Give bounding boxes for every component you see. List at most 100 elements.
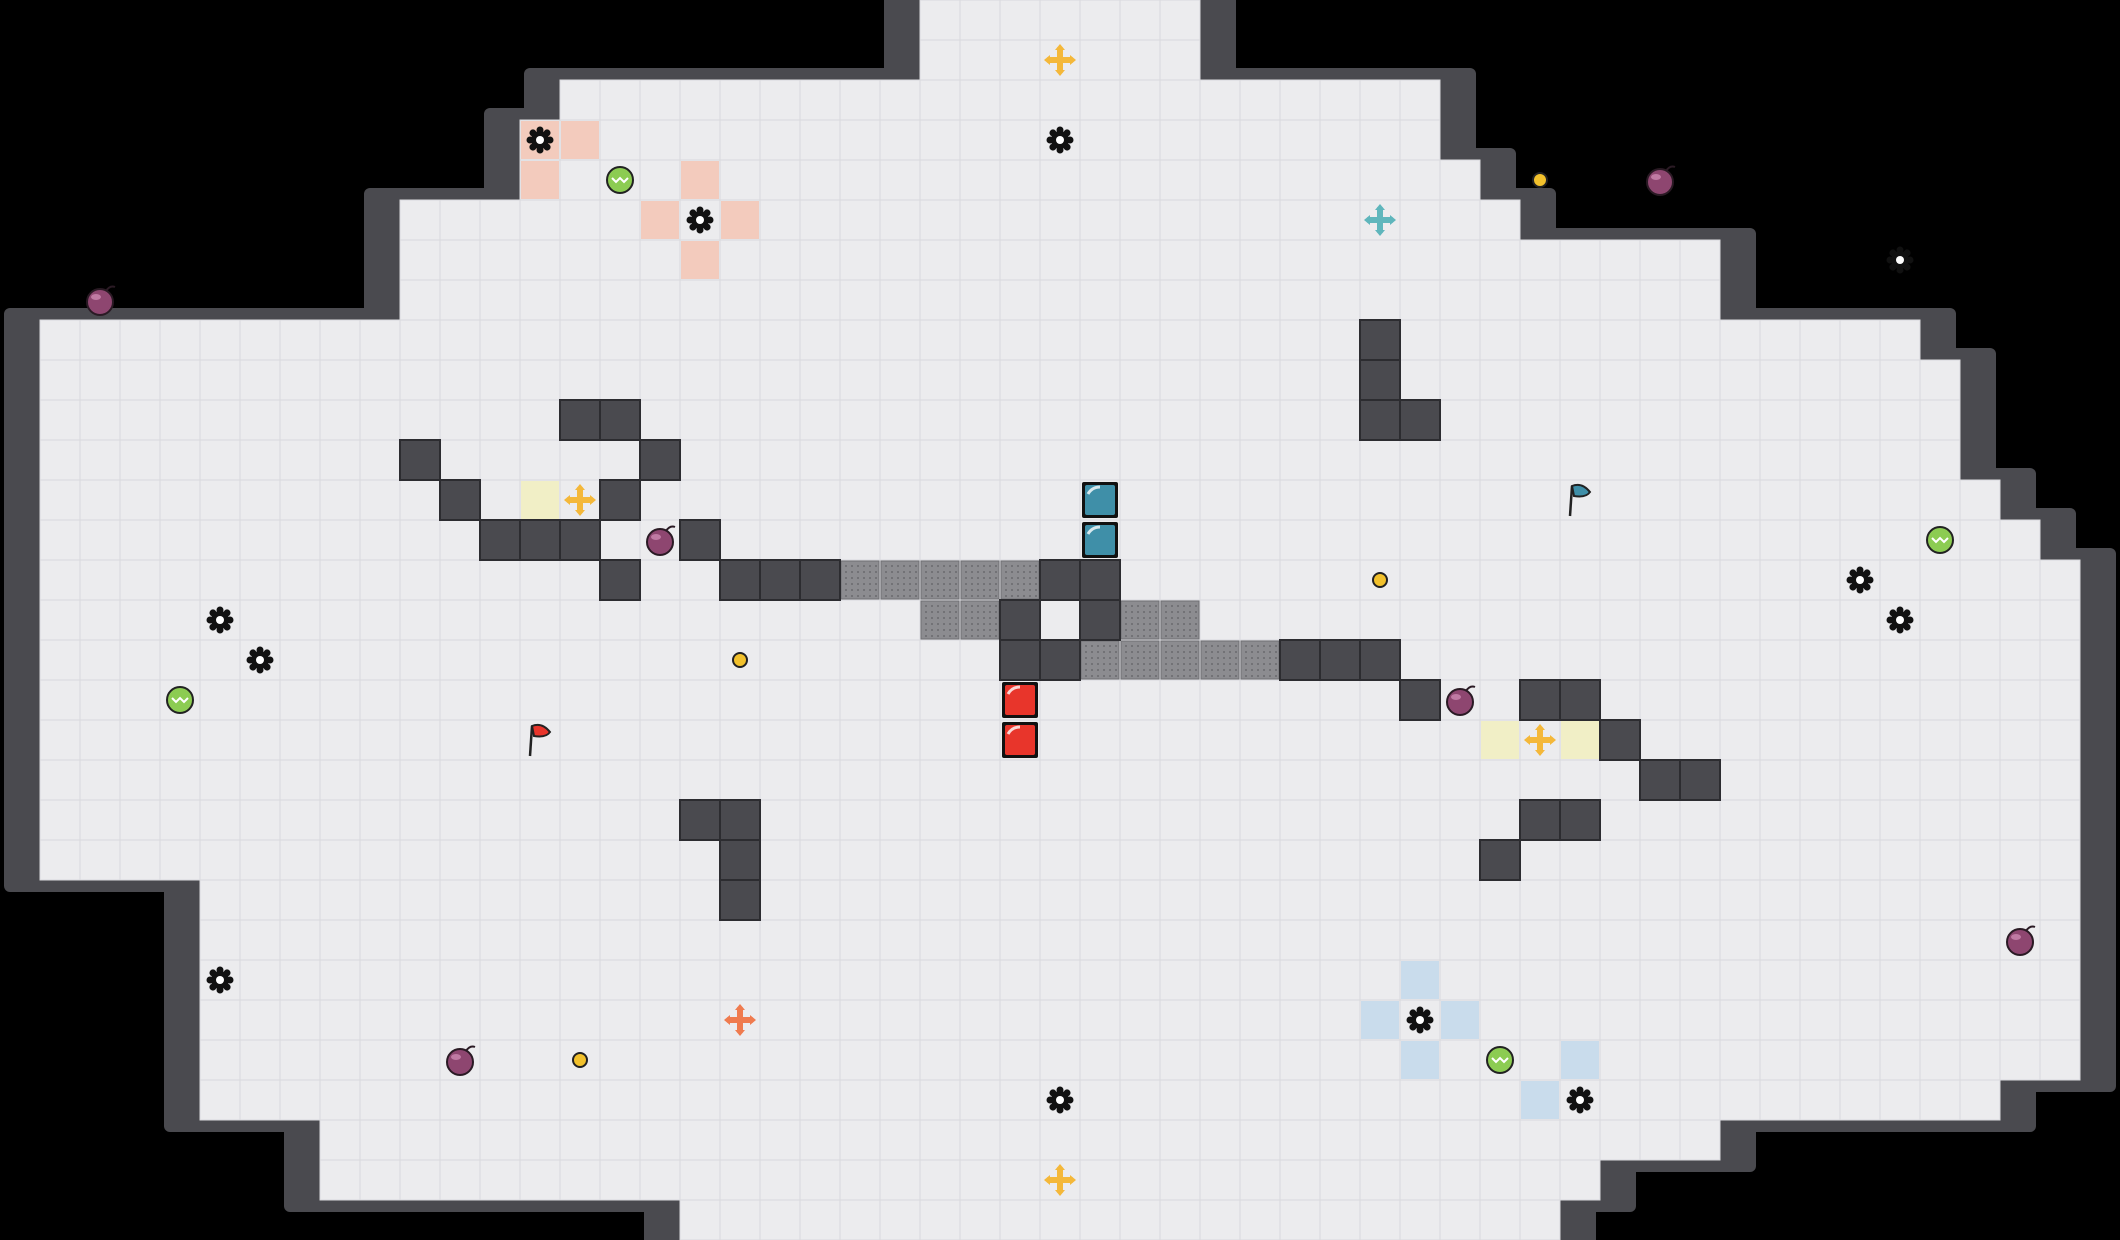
floor-tile[interactable] <box>279 719 321 761</box>
floor-tile[interactable] <box>999 359 1041 401</box>
floor-tile[interactable] <box>319 959 361 1001</box>
floor-tile[interactable] <box>1239 479 1281 521</box>
floor-tile[interactable] <box>1799 879 1841 921</box>
floor-tile[interactable] <box>679 279 721 321</box>
floor-tile[interactable] <box>479 279 521 321</box>
floor-tile[interactable] <box>399 639 441 681</box>
floor-tile[interactable] <box>279 559 321 601</box>
floor-tile[interactable] <box>1199 719 1241 761</box>
floor-tile[interactable] <box>1759 799 1801 841</box>
floor-tile[interactable] <box>959 479 1001 521</box>
floor-tile[interactable] <box>1039 959 1081 1001</box>
floor-tile[interactable] <box>79 599 121 641</box>
floor-tile[interactable] <box>519 959 561 1001</box>
floor-tile[interactable] <box>1039 439 1081 481</box>
floor-tile[interactable] <box>1279 919 1321 961</box>
floor-tile[interactable] <box>1079 79 1121 121</box>
floor-tile[interactable] <box>1239 239 1281 281</box>
floor-tile[interactable] <box>719 279 761 321</box>
floor-tile[interactable] <box>879 319 921 361</box>
floor-tile[interactable] <box>879 919 921 961</box>
floor-tile[interactable] <box>1479 479 1521 521</box>
floor-tile[interactable] <box>1519 1159 1561 1201</box>
floor-tile[interactable] <box>919 639 961 681</box>
floor-tile[interactable] <box>999 519 1041 561</box>
floor-tile[interactable] <box>1319 839 1361 881</box>
floor-tile[interactable] <box>1679 399 1721 441</box>
floor-tile[interactable] <box>359 839 401 881</box>
floor-tile[interactable] <box>639 559 681 601</box>
floor-tile[interactable] <box>1479 679 1521 721</box>
floor-tile[interactable] <box>399 279 441 321</box>
floor-tile[interactable] <box>799 239 841 281</box>
floor-tile[interactable] <box>1159 799 1201 841</box>
floor-tile[interactable] <box>839 439 881 481</box>
floor-tile[interactable] <box>839 759 881 801</box>
floor-tile[interactable] <box>1439 959 1481 1001</box>
floor-tile[interactable] <box>1079 319 1121 361</box>
floor-tile[interactable] <box>439 919 481 961</box>
floor-tile[interactable] <box>199 479 241 521</box>
floor-tile[interactable] <box>1999 879 2041 921</box>
floor-tile[interactable] <box>1879 479 1921 521</box>
floor-tile[interactable] <box>159 639 201 681</box>
floor-tile[interactable] <box>1679 279 1721 321</box>
floor-tile[interactable] <box>639 919 681 961</box>
floor-tile[interactable] <box>1679 959 1721 1001</box>
floor-tile[interactable] <box>1519 239 1561 281</box>
floor-tile[interactable] <box>39 559 81 601</box>
floor-tile[interactable] <box>1999 639 2041 681</box>
floor-tile[interactable] <box>279 599 321 641</box>
floor-tile[interactable] <box>1399 79 1441 121</box>
floor-tile[interactable] <box>1959 959 2001 1001</box>
floor-tile[interactable] <box>239 679 281 721</box>
floor-tile[interactable] <box>1919 839 1961 881</box>
floor-tile[interactable] <box>1119 959 1161 1001</box>
floor-tile[interactable] <box>1679 919 1721 961</box>
floor-tile[interactable] <box>1679 1039 1721 1081</box>
floor-tile[interactable] <box>1359 839 1401 881</box>
floor-tile[interactable] <box>1559 239 1601 281</box>
floor-tile[interactable] <box>1719 599 1761 641</box>
floor-tile[interactable] <box>1879 679 1921 721</box>
floor-tile[interactable] <box>799 719 841 761</box>
floor-tile[interactable] <box>1039 879 1081 921</box>
floor-tile[interactable] <box>1679 1119 1721 1161</box>
floor-tile[interactable] <box>799 79 841 121</box>
floor-tile[interactable] <box>1279 439 1321 481</box>
floor-tile[interactable] <box>879 639 921 681</box>
floor-tile[interactable] <box>1079 719 1121 761</box>
floor-tile[interactable] <box>1759 559 1801 601</box>
floor-tile[interactable] <box>319 639 361 681</box>
floor-tile[interactable] <box>919 199 961 241</box>
floor-tile[interactable] <box>319 439 361 481</box>
floor-tile[interactable] <box>1039 519 1081 561</box>
floor-tile[interactable] <box>959 519 1001 561</box>
floor-tile[interactable] <box>1639 719 1681 761</box>
floor-tile[interactable] <box>1839 399 1881 441</box>
floor-tile[interactable] <box>1279 679 1321 721</box>
floor-tile[interactable] <box>719 439 761 481</box>
floor-tile[interactable] <box>1799 799 1841 841</box>
floor-tile[interactable] <box>1159 119 1201 161</box>
floor-tile[interactable] <box>919 719 961 761</box>
floor-tile[interactable] <box>239 399 281 441</box>
floor-tile[interactable] <box>879 879 921 921</box>
floor-tile[interactable] <box>959 439 1001 481</box>
floor-tile[interactable] <box>1599 679 1641 721</box>
floor-tile[interactable] <box>1079 879 1121 921</box>
floor-tile[interactable] <box>119 319 161 361</box>
floor-tile[interactable] <box>2039 799 2081 841</box>
floor-tile[interactable] <box>1759 999 1801 1041</box>
floor-tile[interactable] <box>1799 479 1841 521</box>
floor-tile[interactable] <box>679 999 721 1041</box>
floor-tile[interactable] <box>1919 1079 1961 1121</box>
floor-tile[interactable] <box>1999 599 2041 641</box>
floor-tile[interactable] <box>679 839 721 881</box>
floor-tile[interactable] <box>1879 919 1921 961</box>
floor-tile[interactable] <box>1679 879 1721 921</box>
floor-tile[interactable] <box>439 799 481 841</box>
floor-tile[interactable] <box>1079 159 1121 201</box>
floor-tile[interactable] <box>239 799 281 841</box>
floor-tile[interactable] <box>319 919 361 961</box>
